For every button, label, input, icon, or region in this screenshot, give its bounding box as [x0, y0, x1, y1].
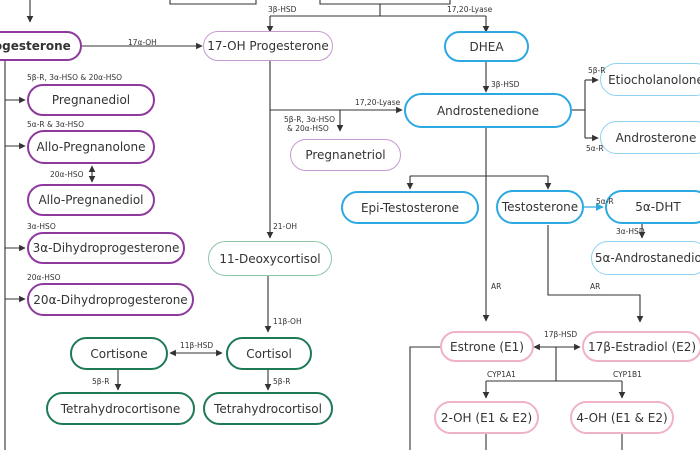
label-3b-hsd-dhea: 3β-HSD [491, 80, 520, 89]
node-etiocholanolone[interactable]: Etiocholanolone [600, 63, 700, 96]
node-androstenedione[interactable]: Androstenedione [404, 93, 572, 128]
label-17-20-lyase-top: 17,20-Lyase [447, 5, 493, 14]
label-20a-hso: 20α-HSO [27, 273, 61, 282]
label-cyp1a1: CYP1A1 [487, 370, 516, 379]
node-estrone[interactable]: Estrone (E1) [440, 331, 534, 362]
node-allo-pregnanolone[interactable]: Allo-Pregnanolone [27, 130, 155, 164]
node-4-oh-estrogens[interactable]: 4-OH (E1 & E2) [570, 401, 674, 434]
node-estradiol[interactable]: 17β-Estradiol (E2) [582, 331, 700, 362]
node-5a-androstanediol[interactable]: 5α-Androstanediol [591, 241, 700, 275]
label-17-20-lyase-mid: 17,20-Lyase [355, 98, 401, 107]
label-17b-hsd: 17β-HSD [544, 330, 578, 339]
label-pregnanetriol-enzymes-1: 5β-R, 3α-HSO [284, 115, 335, 124]
label-5a-r-dht: 5α-R [596, 197, 614, 206]
label-5b-r-cortisone: 5β-R [92, 377, 110, 386]
node-tetrahydrocortisone[interactable]: Tetrahydrocortisone [46, 392, 195, 425]
label-pregnanetriol-enzymes-2: & 20α-HSO [287, 124, 329, 133]
label-20a-hso-mid: 20α-HSO [50, 170, 84, 179]
node-cortisone[interactable]: Cortisone [70, 337, 168, 370]
node-pregnanetriol[interactable]: Pregnanetriol [290, 139, 401, 171]
node-11-deoxycortisol[interactable]: 11-Deoxycortisol [208, 241, 332, 276]
node-allo-pregnanediol[interactable]: Allo-Pregnanediol [27, 184, 155, 216]
label-17a-oh: 17α-OH [128, 38, 157, 47]
node-2-oh-estrogens[interactable]: 2-OH (E1 & E2) [434, 401, 539, 434]
label-pregnanediol-enzymes: 5β-R, 3α-HSO & 20α-HSO [27, 73, 123, 82]
node-testosterone[interactable]: Testosterone [496, 190, 584, 224]
node-dhea[interactable]: DHEA [444, 31, 529, 62]
node-pregnanediol[interactable]: Pregnanediol [27, 84, 155, 116]
node-cortisol[interactable]: Cortisol [226, 337, 312, 370]
label-5b-r-cortisol: 5β-R [273, 377, 291, 386]
label-allo-pregnanolone-enzymes: 5α-R & 3α-HSO [27, 120, 84, 129]
node-17-oh-progesterone[interactable]: 17-OH Progesterone [203, 31, 333, 61]
label-ar-left: AR [491, 282, 502, 291]
node-androsterone[interactable]: Androsterone [600, 121, 700, 154]
label-3a-hsd-dht: 3α-HSD [616, 227, 645, 236]
label-ar-right: AR [590, 282, 601, 291]
node-5a-dht[interactable]: 5α-DHT [605, 190, 700, 224]
node-tetrahydrocortisol[interactable]: Tetrahydrocortisol [203, 392, 333, 425]
label-3a-hso: 3α-HSO [27, 222, 56, 231]
node-progesterone[interactable]: Progesterone [0, 31, 82, 61]
label-3b-hsd-top: 3β-HSD [268, 5, 297, 14]
label-cyp1b1: CYP1B1 [613, 370, 642, 379]
label-21-oh: 21-OH [273, 222, 298, 231]
node-20a-dihydroprogesterone[interactable]: 20α-Dihydroprogesterone [27, 283, 194, 316]
label-11b-oh: 11β-OH [273, 317, 302, 326]
node-epi-testosterone[interactable]: Epi-Testosterone [341, 191, 479, 224]
node-3a-dihydroprogesterone[interactable]: 3α-Dihydroprogesterone [27, 232, 185, 264]
label-5b-r-etiocholanolone: 5β-R [588, 66, 606, 75]
label-5a-r-androsterone: 5α-R [586, 144, 604, 153]
label-11b-hsd: 11β-HSD [180, 341, 214, 350]
